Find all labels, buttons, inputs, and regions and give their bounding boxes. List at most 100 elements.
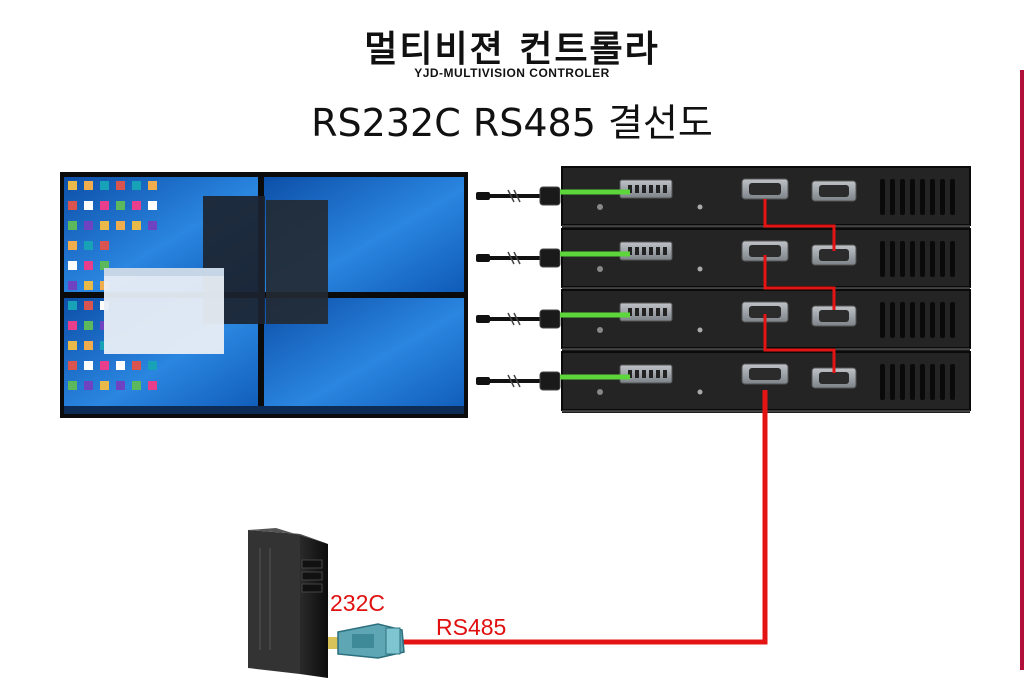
desktop-icon [84,201,93,210]
desktop-icon [68,321,77,330]
desktop-icon [100,261,109,270]
vent-slot [930,364,935,400]
vent-slot [940,241,945,277]
vent-slot [880,179,885,215]
vent-slot [940,364,945,400]
label-rs485: RS485 [436,614,506,640]
desktop-icon [100,221,109,230]
desktop-icon [68,361,77,370]
desktop-icon [68,301,77,310]
dvi-cable [476,371,630,391]
vent-slot [920,179,925,215]
desktop-icon [116,201,125,210]
desktop-icon [84,361,93,370]
vent-slot [940,179,945,215]
desktop-icon [84,321,93,330]
rs485-link-3 [763,314,836,373]
page-title: 멀티비젼 컨트롤라 [364,29,660,70]
rs232-rs485-adapter [328,623,405,659]
desktop-icon [84,261,93,270]
desktop-icon [68,341,77,350]
desktop-icon [132,181,141,190]
vent-slot [950,364,955,400]
vent-slot [930,241,935,277]
vent-slot [880,302,885,338]
vent-slot [890,179,895,215]
desktop-icon [132,201,141,210]
desktop-icon [132,361,141,370]
vent-slot [880,241,885,277]
vent-slot [920,364,925,400]
page-subtitle: YJD-MULTIVISION CONTROLER [414,66,610,80]
vent-slot [890,241,895,277]
dvi-cables [476,186,630,391]
rs485-link-1 [763,199,836,251]
dvi-cable [476,186,630,206]
vent-slot [890,302,895,338]
desktop-icon [84,281,93,290]
vent-slot [950,241,955,277]
desktop-icon [84,301,93,310]
dvi-cable [476,309,630,329]
desktop-icon [116,221,125,230]
vent-slot [910,179,915,215]
rs485-daisy-chain [763,199,836,373]
explorer-window [104,268,224,354]
desktop-icon [84,221,93,230]
vent-slot [920,241,925,277]
vent-slot [910,241,915,277]
dvi-cable [476,248,630,268]
desktop-icon [100,201,109,210]
desktop-icon [132,381,141,390]
desktop-icon [148,221,157,230]
desktop-icon [68,221,77,230]
pc-tower [248,528,328,678]
desktop-icon [116,361,125,370]
desktop-icon [100,381,109,390]
vent-slot [930,302,935,338]
vent-slot [900,302,905,338]
desktop-icon [84,241,93,250]
vent-slot [880,364,885,400]
vent-slot [920,302,925,338]
taskbar [64,406,464,414]
desktop-icon [100,361,109,370]
desktop-icon [148,361,157,370]
desktop-icon [132,221,141,230]
vent-slot [930,179,935,215]
vent-slot [950,302,955,338]
desktop-icon [148,381,157,390]
desktop-icon [84,181,93,190]
vent-slot [900,179,905,215]
vent-slot [890,364,895,400]
desktop-icon [84,341,93,350]
vent-slot [940,302,945,338]
desktop-icon [68,201,77,210]
desktop-icon [68,181,77,190]
desktop-icon [116,181,125,190]
diagram-heading: RS232C RS485 결선도 [311,101,713,145]
vent-slot [910,364,915,400]
desktop-icons [68,181,157,390]
desktop-icon [68,241,77,250]
vent-slot [900,364,905,400]
settings-window [266,200,328,324]
desktop-icon [100,241,109,250]
vent-slot [900,241,905,277]
desktop-icon [68,381,77,390]
desktop-icon [68,261,77,270]
video-wall [60,172,468,418]
desktop-icon [84,381,93,390]
desktop-icon [68,281,77,290]
desktop-icon [116,381,125,390]
rs485-link-2 [763,255,836,310]
desktop-icon [148,181,157,190]
label-232c: 232C [330,590,385,616]
accent-bar [1020,70,1024,670]
vent-slot [950,179,955,215]
vent-slot [910,302,915,338]
desktop-icon [148,201,157,210]
rs485-main-wire [402,390,768,645]
desktop-icon [100,181,109,190]
